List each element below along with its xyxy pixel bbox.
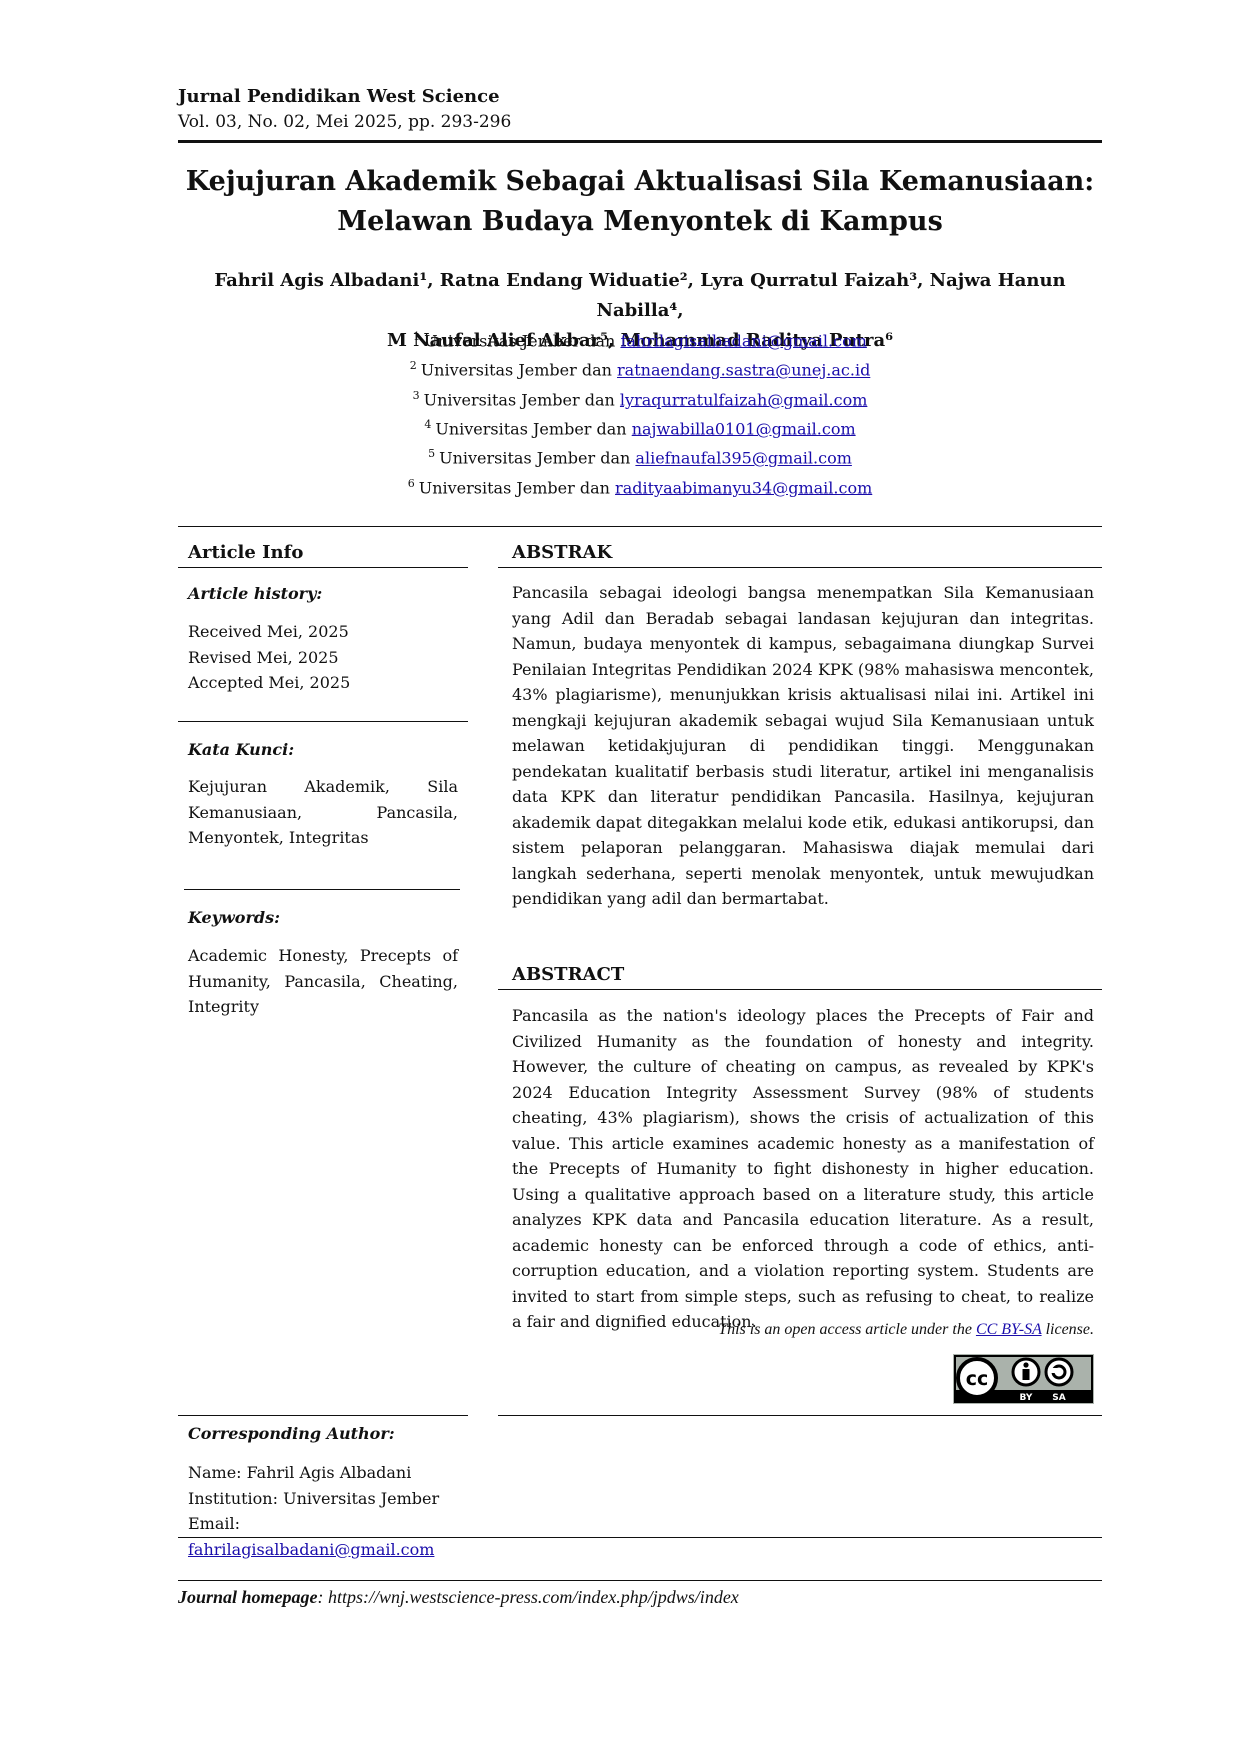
abstract-bottom-rule	[498, 1415, 1102, 1416]
frame-bottom-rule	[178, 1537, 1102, 1538]
affiliation-text: Universitas Jember dan	[439, 448, 636, 468]
by-icon	[1011, 1357, 1041, 1387]
revised-date: Revised Mei, 2025	[188, 647, 339, 667]
header-rule	[178, 140, 1102, 143]
affiliation-email-link[interactable]: radityaabimanyu34@gmail.com	[615, 477, 873, 497]
abstract-text: Pancasila as the nation's ideology place…	[512, 1006, 1094, 1331]
affiliation-number: 4	[424, 417, 432, 431]
cc-icon: cc	[956, 1357, 998, 1399]
kata-kunci-list: Kejujuran Akademik, Sila Kemanusiaan, Pa…	[188, 777, 458, 847]
journal-homepage: Journal homepage: https://wnj.westscienc…	[178, 1587, 739, 1608]
affiliation-number: 3	[412, 388, 420, 402]
corresponding-email-link[interactable]: fahrilagisalbadani@gmail.com	[188, 1539, 435, 1559]
sa-icon	[1044, 1357, 1074, 1387]
license-statement: This is an open access article under the…	[512, 1321, 1094, 1339]
cc-by-sa-link[interactable]: CC BY-SA	[975, 1321, 1042, 1338]
article-info-heading: Article Info	[188, 542, 304, 563]
corresponding-email-row: Email: fahrilagisalbadani@gmail.com	[188, 1511, 508, 1562]
received-date: Received Mei, 2025	[188, 622, 349, 641]
frame-top-rule	[178, 526, 1102, 527]
article-history: Received Mei, 2025 Revised Mei, 2025 Acc…	[188, 619, 458, 696]
affiliation-email-link[interactable]: aliefnaufal395@gmail.com	[635, 448, 852, 468]
affiliation-number: 5	[428, 447, 436, 461]
abstrak-rule	[498, 567, 1102, 568]
journal-homepage-label: Journal homepage	[178, 1587, 318, 1607]
footer-rule	[178, 1580, 1102, 1581]
license-suffix: license.	[1041, 1321, 1094, 1338]
kata-kunci-label: Kata Kunci:	[188, 740, 295, 759]
author-line-1: Fahril Agis Albadani¹, Ratna Endang Widu…	[214, 270, 1066, 321]
affiliation-text: Universitas Jember dan	[420, 360, 618, 380]
article-info-rule	[178, 567, 468, 568]
license-prefix: This is an open access article under the	[718, 1321, 976, 1338]
journal-volume: Vol. 03, No. 02, Mei 2025, pp. 293-296	[178, 112, 512, 132]
affiliation-number: 2	[409, 359, 417, 373]
paper-title-line-2: Melawan Budaya Menyontek di Kampus	[337, 206, 943, 237]
badge-by-label: BY	[1020, 1393, 1033, 1403]
author-list: Fahril Agis Albadani¹, Ratna Endang Widu…	[178, 266, 1102, 356]
paper-title: Kejujuran Akademik Sebagai Aktualisasi S…	[178, 162, 1102, 242]
abstract-heading: ABSTRACT	[512, 964, 625, 985]
abstrak-text: Pancasila sebagai ideologi bangsa menemp…	[512, 583, 1094, 908]
affiliation-text: Universitas Jember dan	[435, 419, 632, 439]
corresponding-author-details: Name: Fahril Agis Albadani Institution: …	[188, 1460, 508, 1562]
corresponding-email-label: Email:	[188, 1514, 241, 1533]
kata-kunci-rule	[184, 889, 460, 890]
keywords-label: Keywords:	[188, 908, 281, 927]
keywords-list: Academic Honesty, Precepts of Humanity, …	[188, 946, 458, 1016]
affiliation-email-link[interactable]: lyraqurratulfaizah@gmail.com	[619, 389, 868, 409]
abstrak-heading: ABSTRAK	[512, 542, 613, 563]
corresponding-institution: Institution: Universitas Jember	[188, 1488, 440, 1508]
cc-by-sa-badge[interactable]: cc BY SA	[953, 1354, 1094, 1404]
accepted-date: Accepted Mei, 2025	[188, 673, 351, 692]
affiliation-number: 1	[413, 330, 421, 343]
corresponding-author-label: Corresponding Author:	[188, 1424, 395, 1443]
history-rule	[178, 721, 468, 722]
affiliation-text: Universitas Jember dan	[423, 389, 620, 409]
paper-title-line-1: Kejujuran Akademik Sebagai Aktualisasi S…	[185, 166, 1095, 197]
corresponding-rule	[178, 1415, 468, 1416]
author-line-2: M Naufal Alief Akbar⁵, Mohammad Raditya …	[386, 330, 893, 351]
journal-homepage-url[interactable]: : https://wnj.westscience-press.com/inde…	[317, 1587, 739, 1607]
journal-name: Jurnal Pendidikan West Science	[178, 86, 500, 107]
badge-sa-label: SA	[1052, 1393, 1065, 1403]
svg-text:cc: cc	[966, 1368, 989, 1390]
corresponding-name: Name: Fahril Agis Albadani	[188, 1463, 412, 1482]
affiliation-email-link[interactable]: ratnaendang.sastra@unej.ac.id	[617, 360, 871, 380]
affiliation-email-link[interactable]: fahrilagisalbadani@gmail.com	[620, 331, 867, 351]
affiliation-number: 6	[407, 476, 415, 490]
article-history-label: Article history:	[188, 584, 323, 603]
affiliation-email-link[interactable]: najwabilla0101@gmail.com	[631, 419, 856, 439]
abstract-rule	[498, 989, 1102, 990]
affiliation-text: Universitas Jember dan	[424, 331, 621, 351]
affiliation-text: Universitas Jember dan	[418, 477, 616, 497]
